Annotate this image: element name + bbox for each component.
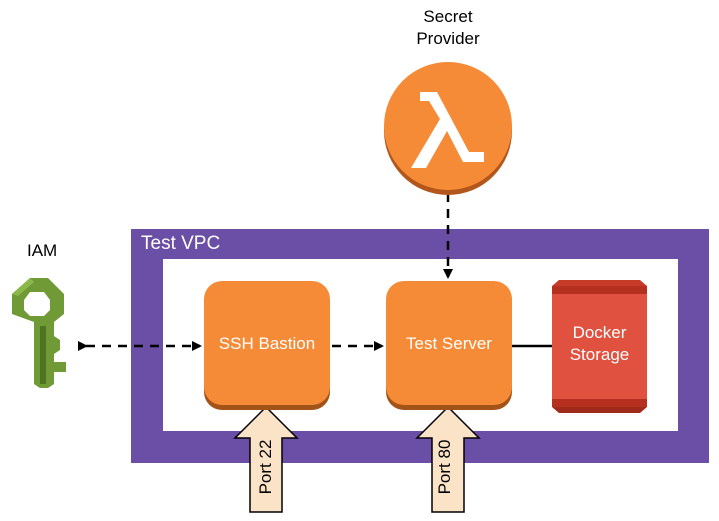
- secret-provider-label-line1: Secret: [423, 7, 473, 26]
- ssh-bastion-label: SSH Bastion: [218, 334, 316, 353]
- vpc-title: Test VPC: [141, 233, 221, 254]
- key-icon: [12, 278, 66, 388]
- lambda-icon: [384, 62, 512, 195]
- docker-storage-label-line1: Docker: [572, 323, 627, 342]
- test-server-label: Test Server: [406, 334, 492, 353]
- secret-provider-label: Secret Provider: [400, 6, 496, 50]
- port-22-label: Port 22: [256, 439, 275, 495]
- port-22-arrow: [233, 405, 299, 513]
- iam-label: IAM: [27, 241, 58, 260]
- port-80-label: Port 80: [435, 439, 454, 495]
- test-server-node: [386, 281, 512, 405]
- secret-provider-label-line2: Provider: [416, 29, 480, 48]
- docker-storage-label-line2: Storage: [569, 345, 630, 364]
- port-80-arrow: [415, 405, 481, 513]
- docker-storage-label: Docker Storage: [552, 322, 647, 366]
- storage-cylinder-icon: [552, 280, 647, 413]
- ssh-bastion-node: [204, 281, 330, 405]
